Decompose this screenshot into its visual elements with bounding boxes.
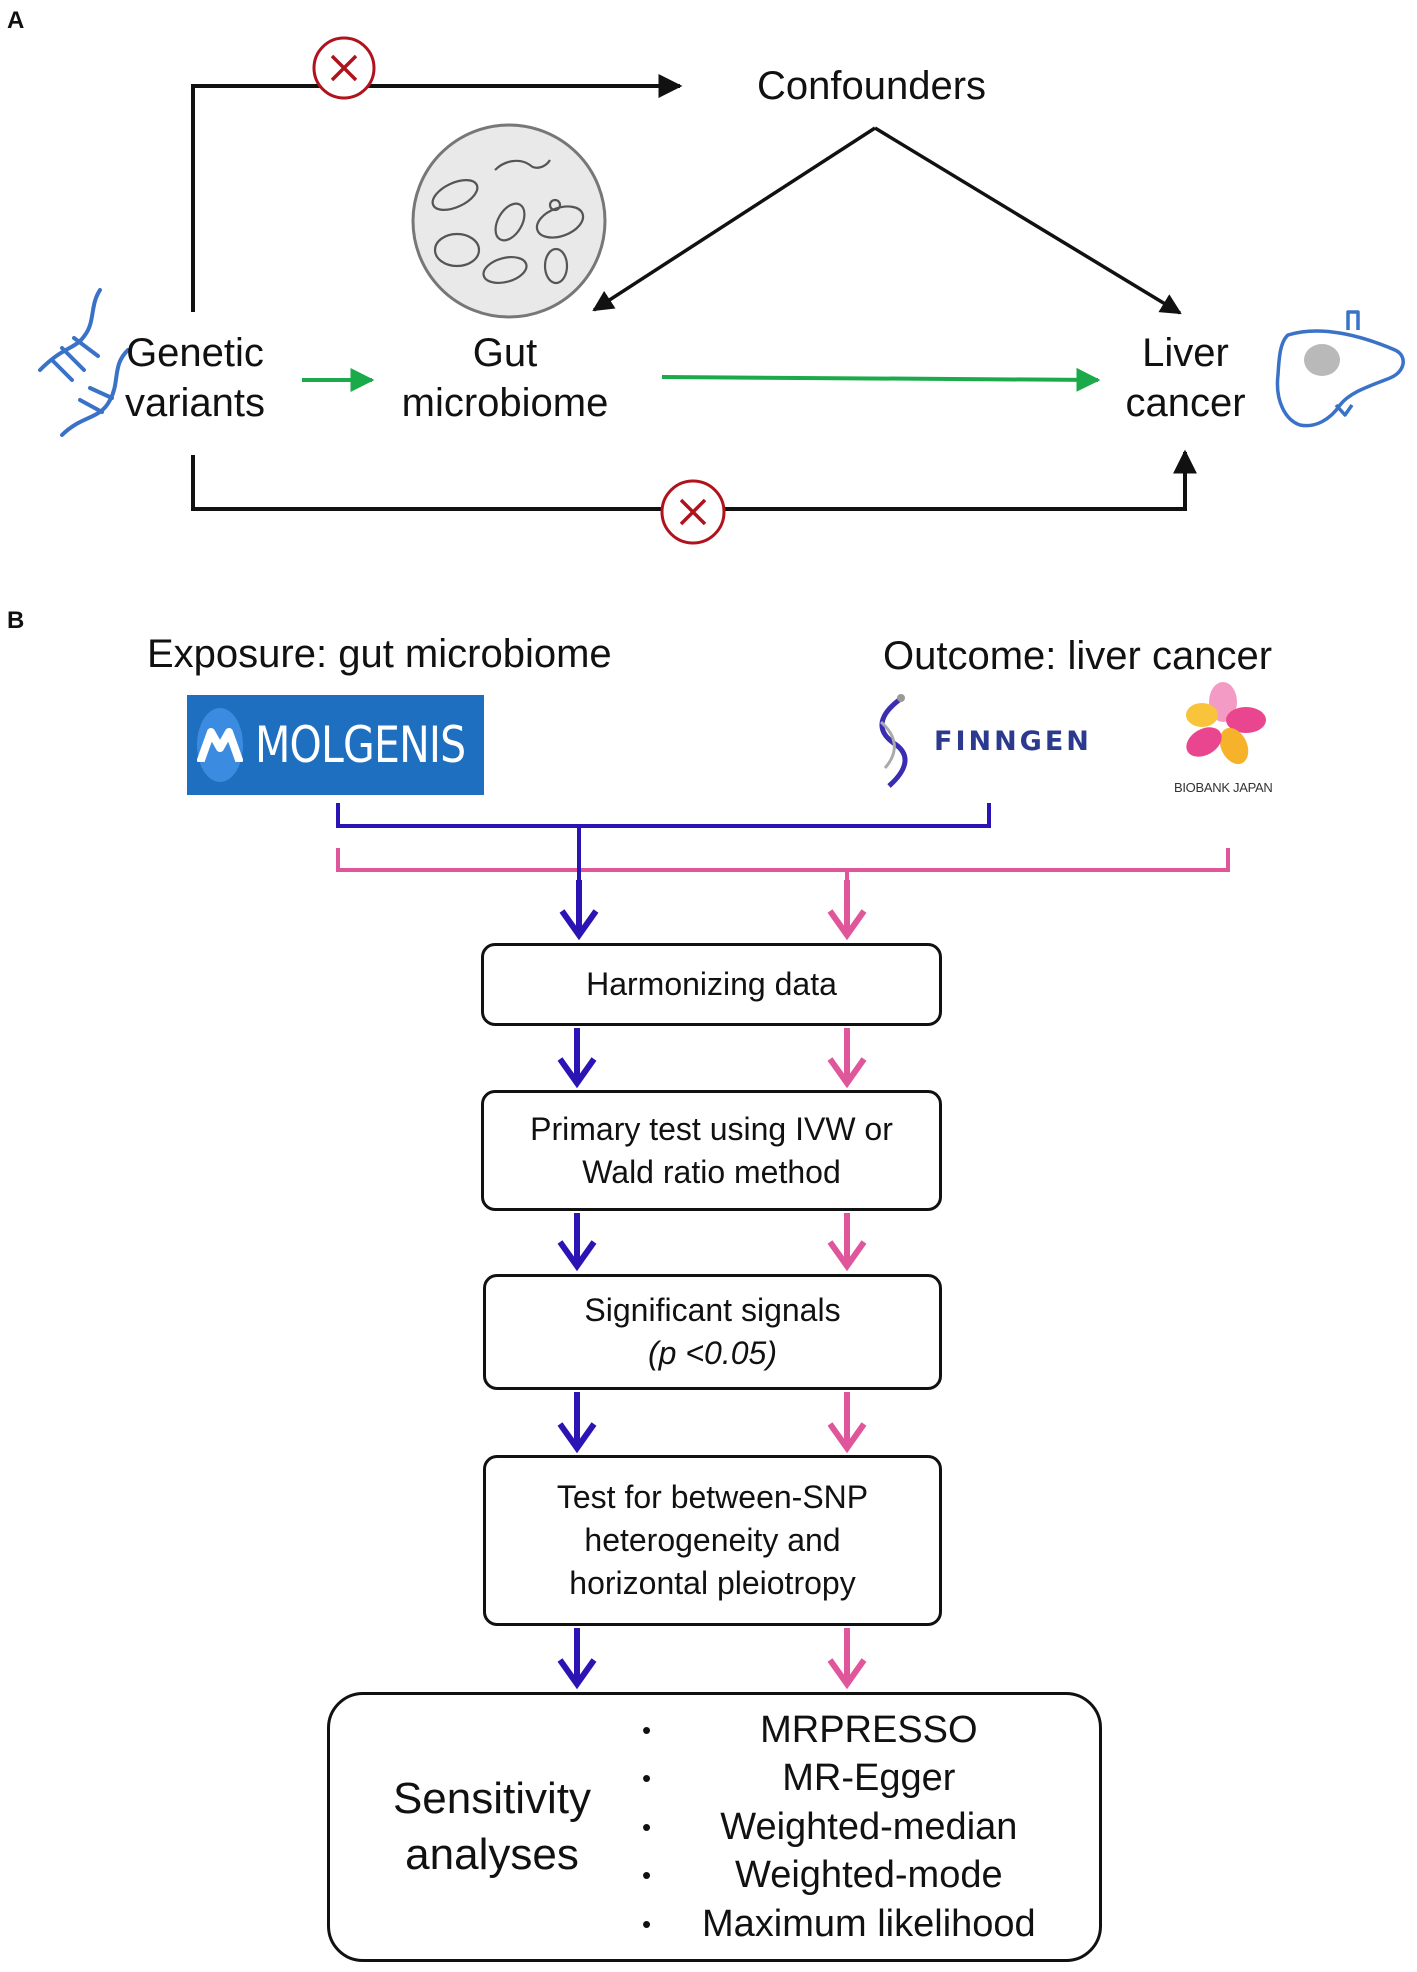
sensitivity-analyses-box: Sensitivity analyses MRPRESSO MR-Egger W…	[327, 1692, 1102, 1962]
flow-arrow-head	[827, 1240, 867, 1272]
path-biobank-bracket	[336, 848, 1230, 872]
blocked-path-icon	[660, 479, 726, 545]
finngen-logo: FINNGEN	[867, 692, 1107, 792]
arrow-confounders-to-gut	[592, 126, 876, 312]
liver-tumor-icon	[1304, 344, 1340, 376]
genetic-variants-label: Genetic variants	[124, 331, 266, 425]
biobank-flower-icon	[1186, 682, 1266, 765]
blocked-path-icon	[312, 36, 376, 100]
step-significant-signals: Significant signals (p <0.05)	[483, 1274, 942, 1390]
flow-arrow-head	[559, 909, 599, 941]
microbes-icon	[411, 123, 607, 319]
path-finngen-bracket	[336, 803, 991, 828]
method-item: Maximum likelihood	[642, 1900, 1036, 1949]
panel-a-label: A	[7, 7, 25, 34]
step-harmonizing-data: Harmonizing data	[481, 943, 942, 1026]
p-value-threshold: (p <0.05)	[648, 1335, 777, 1371]
finngen-dna-icon	[879, 694, 908, 788]
molgenis-wordmark: MOLGENIS	[255, 716, 466, 774]
method-item: MR-Egger	[642, 1754, 1036, 1803]
outcome-heading: Outcome: liver cancer	[883, 634, 1273, 678]
confounders-label: Confounders	[757, 64, 987, 108]
liver-cancer-label: Liver cancer	[1125, 331, 1246, 425]
biobank-japan-logo: BIOBANK JAPAN	[1170, 680, 1290, 800]
method-item: Weighted-median	[642, 1803, 1036, 1852]
step-primary-test: Primary test using IVW or Wald ratio met…	[481, 1090, 942, 1211]
finngen-wordmark: FINNGEN	[934, 726, 1092, 757]
step-heterogeneity-pleiotropy: Test for between-SNP heterogeneity and h…	[483, 1455, 942, 1626]
dna-icon	[38, 288, 130, 437]
flow-arrow-head	[557, 1658, 597, 1690]
arrow-confounders-to-liver	[874, 126, 1182, 315]
flow-arrow-head	[557, 1422, 597, 1454]
flow-arrow-head	[557, 1240, 597, 1272]
path-genetic-to-confounders	[191, 74, 683, 312]
flow-arrow-head	[827, 909, 867, 941]
sensitivity-title: Sensitivity analyses	[392, 1774, 592, 1879]
flow-arrow-head	[827, 1057, 867, 1089]
method-item: MRPRESSO	[642, 1706, 1036, 1755]
method-item: Weighted-mode	[642, 1851, 1036, 1900]
flow-arrow-head	[557, 1057, 597, 1089]
flow-arrow-head	[827, 1422, 867, 1454]
sensitivity-methods-list: MRPRESSO MR-Egger Weighted-median Weight…	[642, 1706, 1036, 1949]
flow-arrow-head	[827, 1658, 867, 1690]
biobank-japan-wordmark: BIOBANK JAPAN	[1174, 780, 1273, 795]
panel-b-label: B	[7, 607, 25, 634]
liver-icon	[1275, 310, 1405, 428]
arrow-gut-to-liver	[661, 367, 1101, 392]
molgenis-logo: MOLGENIS	[187, 695, 484, 795]
gut-microbiome-label: Gut microbiome	[401, 331, 609, 425]
exposure-heading: Exposure: gut microbiome	[147, 632, 612, 676]
molgenis-mark-icon	[197, 708, 243, 782]
